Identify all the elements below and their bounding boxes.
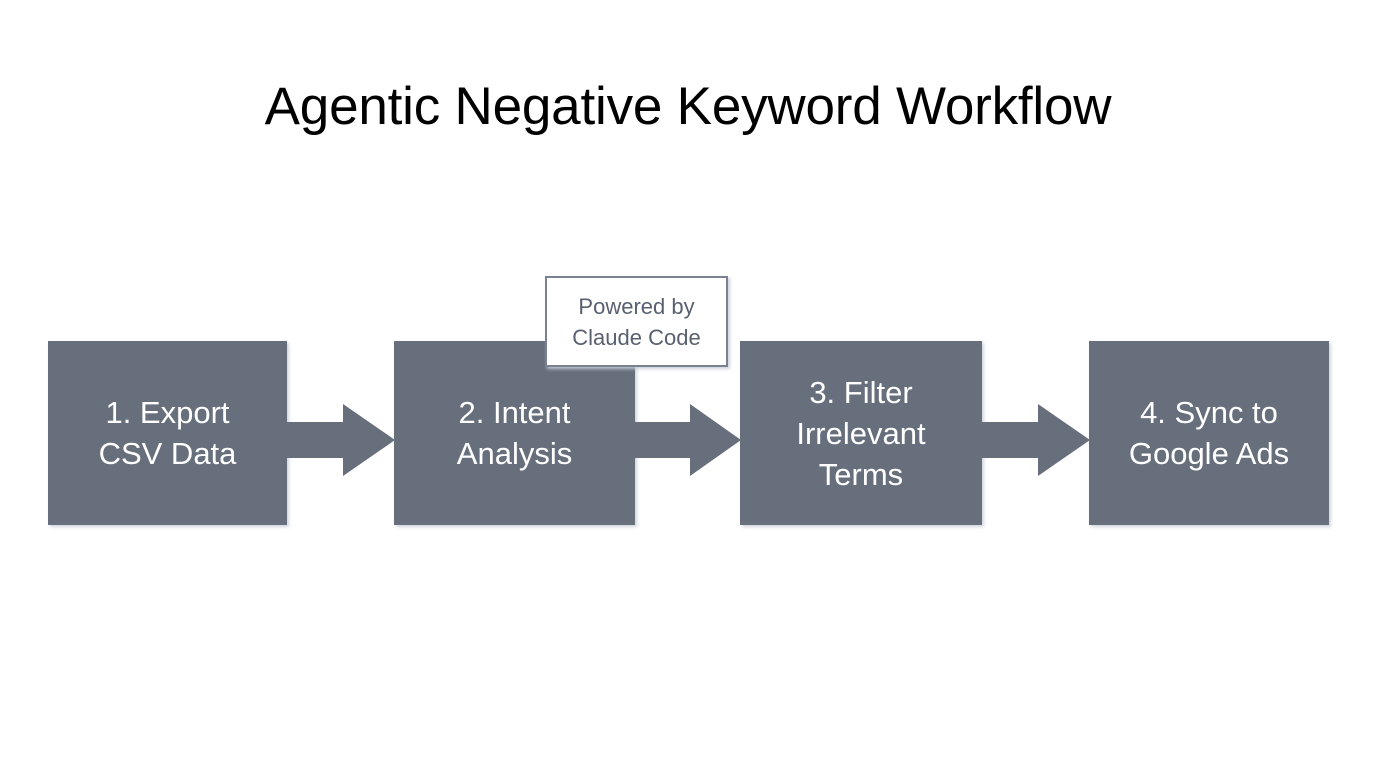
arrow-right-shape [287,404,395,476]
flow-step-label: 1. Export CSV Data [98,395,237,471]
flow-step-sync[interactable]: 4. Sync to Google Ads [1089,341,1329,525]
arrow-right-shape [635,404,741,476]
flow-step-filter[interactable]: 3. Filter Irrelevant Terms [740,341,982,525]
flow-step-intent[interactable]: 2. Intent Analysis [394,341,635,525]
flow-arrow-right-icon [287,404,395,476]
flow-arrow-right-icon [982,404,1090,476]
flow-arrow-right-icon [635,404,741,476]
flow-step-label: 3. Filter Irrelevant Terms [796,374,926,492]
callout-label: Powered by Claude Code [572,293,701,350]
arrow-right-shape [982,404,1090,476]
flow-step-export[interactable]: 1. Export CSV Data [48,341,287,525]
flow-step-label: 4. Sync to Google Ads [1128,395,1290,471]
callout-powered-by[interactable]: Powered by Claude Code [545,276,728,367]
page-title: Agentic Negative Keyword Workflow [264,77,1112,136]
flow-step-label: 2. Intent Analysis [456,395,573,471]
